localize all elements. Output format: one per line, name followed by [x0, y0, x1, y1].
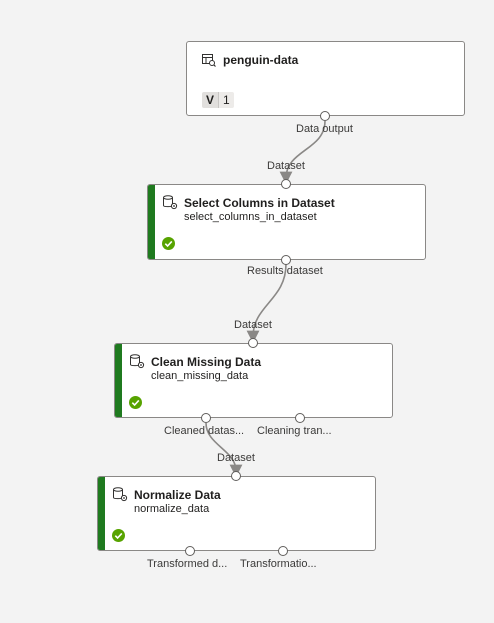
node-subtitle: normalize_data	[134, 503, 210, 515]
success-check-icon	[129, 396, 142, 409]
output-port-cleaning-transformation[interactable]	[295, 413, 305, 423]
output-port-transformation[interactable]	[278, 546, 288, 556]
port-label-data-output: Data output	[296, 123, 353, 135]
node-title: Clean Missing Data	[151, 355, 262, 369]
status-bar	[98, 477, 105, 550]
version-label: V	[202, 92, 219, 108]
node-title: penguin-data	[223, 53, 299, 67]
node-title: Normalize Data	[134, 488, 221, 502]
node-title: Select Columns in Dataset	[184, 196, 335, 210]
input-port-dataset[interactable]	[281, 179, 291, 189]
dataset-node-penguin-data[interactable]: penguin-data V 1	[186, 41, 465, 116]
module-node-select-columns[interactable]: Select Columns in Dataset select_columns…	[147, 184, 426, 260]
version-number: 1	[218, 92, 234, 108]
module-icon	[112, 486, 128, 502]
node-subtitle: select_columns_in_dataset	[184, 211, 317, 223]
port-label-dataset: Dataset	[267, 160, 305, 172]
module-icon	[162, 194, 178, 210]
version-badge[interactable]: V 1	[202, 92, 234, 108]
input-port-dataset[interactable]	[248, 338, 258, 348]
module-icon	[129, 353, 145, 369]
output-port-transformed-dataset[interactable]	[185, 546, 195, 556]
node-subtitle: clean_missing_data	[151, 370, 249, 382]
module-node-clean-missing-data[interactable]: Clean Missing Data clean_missing_data	[114, 343, 393, 418]
port-label-results-dataset: Results dataset	[247, 265, 323, 277]
dataset-icon	[201, 52, 217, 68]
success-check-icon	[162, 237, 175, 250]
module-node-normalize-data[interactable]: Normalize Data normalize_data	[97, 476, 376, 551]
port-label-transformed-dataset: Transformed d...	[147, 558, 228, 570]
output-port-cleaned-dataset[interactable]	[201, 413, 211, 423]
success-check-icon	[112, 529, 125, 542]
output-port-data-output[interactable]	[320, 111, 330, 121]
status-bar	[148, 185, 155, 259]
port-label-transformation: Transformatio...	[240, 558, 317, 570]
port-label-cleaning-transformation: Cleaning tran...	[257, 425, 332, 437]
port-label-dataset: Dataset	[217, 452, 255, 464]
input-port-dataset[interactable]	[231, 471, 241, 481]
status-bar	[115, 344, 122, 417]
output-port-results-dataset[interactable]	[281, 255, 291, 265]
port-label-dataset: Dataset	[234, 319, 272, 331]
port-label-cleaned-dataset: Cleaned datas...	[164, 425, 245, 437]
